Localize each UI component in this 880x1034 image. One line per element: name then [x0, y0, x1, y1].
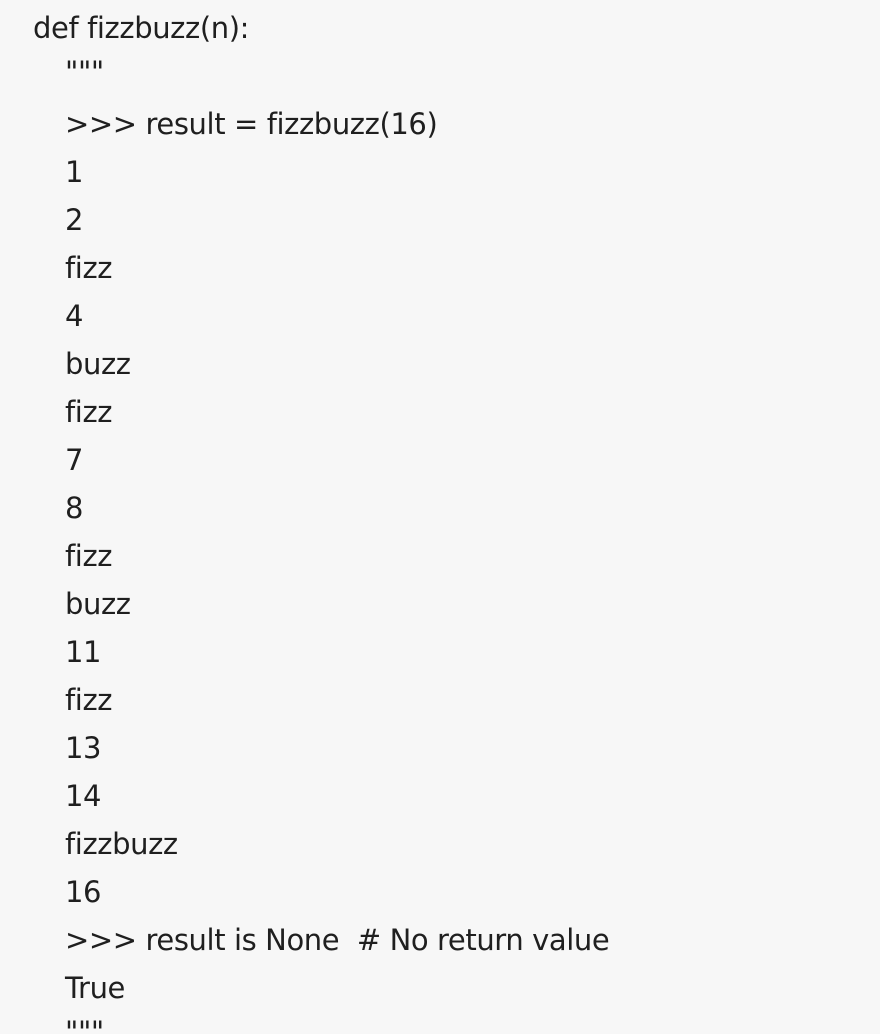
- code-line-output: fizz: [65, 395, 113, 429]
- code-line-def: def fizzbuzz(n):: [33, 11, 249, 45]
- code-line-output: 4: [65, 299, 84, 333]
- code-line-output: 2: [65, 203, 84, 237]
- code-line-output: fizz: [65, 683, 113, 717]
- code-line-docstring-open: """: [65, 55, 104, 89]
- code-line-output: 8: [65, 491, 84, 525]
- code-line-check: >>> result is None # No return value: [65, 923, 610, 957]
- code-line-output: fizz: [65, 539, 113, 573]
- code-line-output: 16: [65, 875, 102, 909]
- code-line-output: 7: [65, 443, 84, 477]
- code-line-output: fizz: [65, 251, 113, 285]
- code-line-output: fizzbuzz: [65, 827, 178, 861]
- code-line-output: True: [65, 971, 125, 1005]
- code-line-docstring-close: """: [65, 1015, 104, 1034]
- code-line-call: >>> result = fizzbuzz(16): [65, 107, 438, 141]
- code-line-output: buzz: [65, 347, 131, 381]
- code-line-output: 11: [65, 635, 102, 669]
- code-line-output: 1: [65, 155, 84, 189]
- code-line-output: 14: [65, 779, 102, 813]
- code-line-output: buzz: [65, 587, 131, 621]
- code-line-output: 13: [65, 731, 102, 765]
